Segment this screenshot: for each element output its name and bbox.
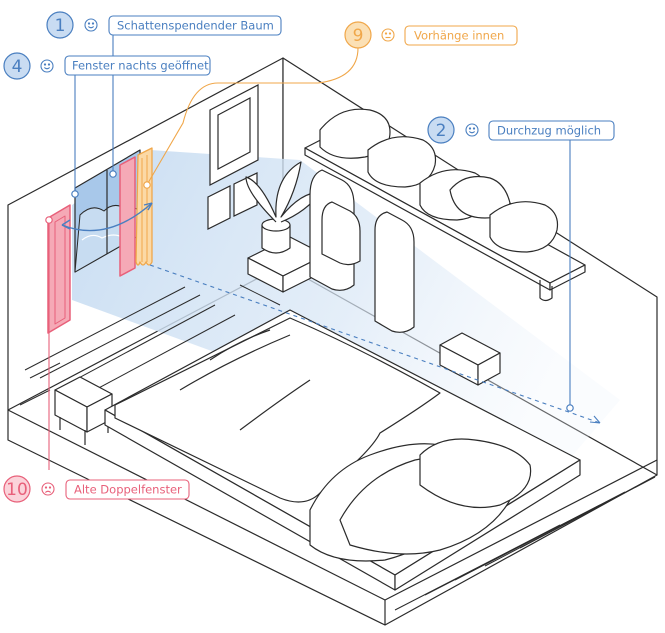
window [47, 147, 153, 334]
nightstand [54, 376, 113, 445]
annotation-10-label: Alte Doppelfenster [74, 483, 182, 497]
hanging-clothes [309, 169, 415, 333]
annotation-10-box [65, 479, 190, 500]
annotation-2-number: 2 [436, 121, 447, 141]
annotation-9-number: 9 [353, 26, 364, 46]
bed [104, 309, 581, 591]
shelf [304, 108, 586, 302]
floor-box [439, 332, 501, 386]
annotation-2-box [488, 120, 615, 141]
curtain [135, 147, 153, 266]
annotation-1: 1 Schattenspendender Baum [46, 11, 282, 39]
annotation-1-number: 1 [55, 16, 66, 36]
annotation-4-label: Fenster nachts geöffnet [72, 59, 209, 73]
annotation-1-badge [46, 11, 74, 39]
annotation-1-box [108, 15, 282, 36]
annotation-9-box [404, 25, 518, 46]
floorboards [19, 284, 656, 611]
annotation-4: 4 Fenster nachts geöffnet [3, 52, 211, 80]
old-double-window [47, 204, 71, 334]
annotation-10-number: 10 [6, 480, 28, 500]
annotation-10: 10 Alte Doppelfenster [3, 475, 190, 503]
leader-dots [45, 170, 574, 412]
annotation-10-badge [3, 475, 31, 503]
annotation-4-badge [3, 52, 31, 80]
annotation-2-badge [427, 116, 455, 144]
plant-pot [261, 224, 291, 254]
annotation-2: 2 Durchzug möglich [427, 116, 615, 144]
sad-face-icon [41, 482, 55, 496]
duvet [114, 317, 441, 503]
annotation-9: 9 Vorhänge innen [344, 21, 518, 49]
smiley-icon [40, 59, 54, 73]
annotation-4-number: 4 [12, 57, 23, 77]
floor-front-edge [7, 410, 658, 626]
airflow-stream [72, 150, 620, 470]
annotation-2-label: Durchzug möglich [497, 124, 601, 138]
smiley-icon [84, 18, 98, 32]
wall-pictures [207, 84, 259, 230]
smiley-icon [465, 123, 479, 137]
annotation-1-label: Schattenspendender Baum [117, 19, 274, 33]
annotation-9-badge [344, 21, 372, 49]
annotation-9-label: Vorhänge innen [414, 29, 504, 43]
neutral-face-icon [381, 28, 395, 42]
annotation-4-box [64, 55, 211, 76]
